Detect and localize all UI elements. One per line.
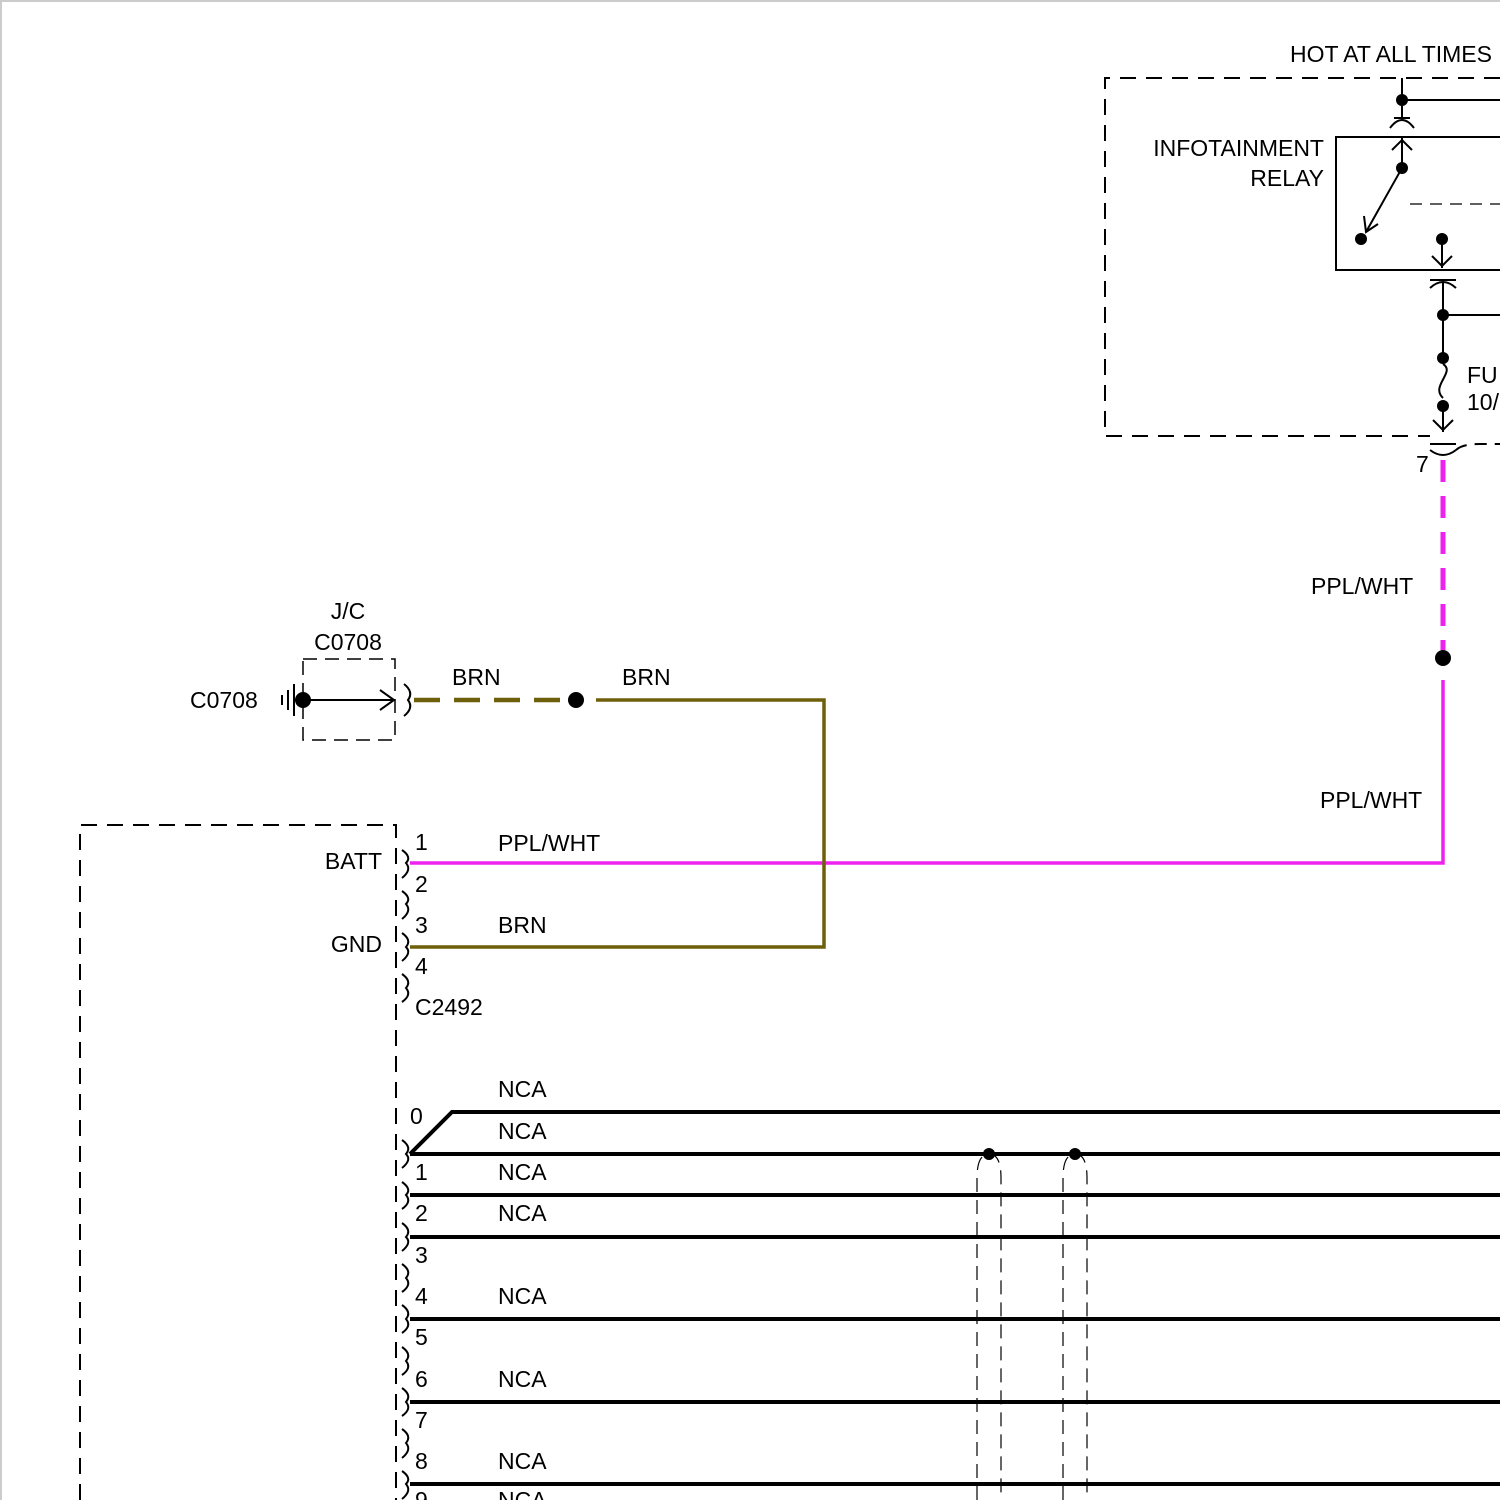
fuse-label-line2: 10/ (1467, 389, 1500, 415)
bus-terminal-8 (402, 1471, 408, 1499)
fuse-box-outline-right (1456, 444, 1500, 450)
bus-terminal-1 (402, 1182, 408, 1209)
bus-pin-2: 2 (415, 1200, 428, 1226)
relay-label-line1: INFOTAINMENT (1153, 135, 1324, 161)
brn-label-solid: BRN (622, 664, 671, 690)
nca-label-0: NCA (498, 1076, 547, 1102)
brn-label-dashed: BRN (452, 664, 501, 690)
nca-label-5: NCA (498, 1366, 547, 1392)
bus-terminal-5 (402, 1347, 408, 1375)
junction-connector-c0708: J/C C0708 C0708 (190, 598, 410, 740)
fuse-relay-box: HOT AT ALL TIMES INFOTAINMENT RELAY (1105, 41, 1500, 477)
relay-label-line2: RELAY (1250, 165, 1324, 191)
brn-wire (410, 700, 824, 947)
c2492-pin-1: 1 (415, 829, 428, 855)
bus-terminal-2 (402, 1223, 408, 1251)
module-outline: BATT GND (80, 825, 396, 1500)
c2492-pin3-terminal (402, 933, 408, 961)
c2492-pin-2: 2 (415, 871, 428, 897)
bus-terminal-4 (402, 1305, 408, 1333)
bus-pin-3: 3 (415, 1242, 428, 1268)
fuse-label-line1: FU (1467, 362, 1498, 388)
relay-switch-arm (1366, 168, 1402, 232)
bus-pin-6: 6 (415, 1366, 428, 1392)
c2492-pin4-terminal (402, 974, 408, 1002)
nca-label-6: NCA (498, 1448, 547, 1474)
bus-pin-5: 5 (415, 1324, 428, 1350)
c2492-pin-4: 4 (415, 953, 428, 979)
bus-pin-0: 0 (410, 1103, 423, 1129)
batt-pin-label: BATT (325, 848, 382, 874)
ppl-wht-circuit: PPL/WHT PPL/WHT PPL/WHT (410, 460, 1451, 863)
nca-label-7: NCA (498, 1487, 547, 1500)
jc-label-line2: C0708 (314, 629, 382, 655)
module-dashed-border (80, 825, 396, 1500)
relay-input-terminal (1390, 120, 1414, 128)
jc-label-line1: J/C (331, 598, 366, 624)
fuse-icon (1439, 364, 1447, 398)
jc-ground-dot (295, 692, 311, 708)
gnd-pin-label: GND (331, 931, 382, 957)
shield-oval-left (977, 1154, 1001, 1500)
brn-circuit: BRN BRN BRN (410, 664, 824, 947)
bus-pin-7: 7 (415, 1407, 428, 1433)
c2492-connector-label: C2492 (415, 994, 483, 1020)
fuse-box-pin-7: 7 (1416, 451, 1429, 477)
bus-terminal-7 (402, 1429, 408, 1458)
fuse-top-dot (1437, 352, 1449, 364)
nca-label-2: NCA (498, 1159, 547, 1185)
brn-splice-dot (568, 692, 584, 708)
nca-label-3: NCA (498, 1200, 547, 1226)
brn-label-pin3: BRN (498, 912, 547, 938)
ppl-wht-label-lower: PPL/WHT (1320, 787, 1422, 813)
power-splice-dot (1396, 94, 1408, 106)
pin7-terminal (1430, 450, 1456, 455)
connector-c2492: 1 2 3 4 C2492 (402, 829, 483, 1020)
bus-terminal-3 (402, 1264, 408, 1292)
hot-at-all-times-label: HOT AT ALL TIMES (1290, 41, 1492, 67)
shield-splice-dot-right (1069, 1148, 1081, 1160)
ppl-wht-label-pin1: PPL/WHT (498, 830, 600, 856)
c2492-pin2-terminal (402, 891, 408, 919)
bus-terminal-0 (402, 1140, 408, 1168)
c0708-ground-label: C0708 (190, 687, 258, 713)
nca-label-1: NCA (498, 1118, 547, 1144)
bus-pin-1: 1 (415, 1159, 428, 1185)
bus-pin-9: 9 (415, 1487, 428, 1500)
bus-pin-4: 4 (415, 1283, 428, 1309)
shield-oval-right (1063, 1154, 1087, 1500)
bus-wire-0 (410, 1112, 1500, 1154)
bus-pin-8: 8 (415, 1448, 428, 1474)
nca-label-4: NCA (498, 1283, 547, 1309)
fuse-feed-splice-dot (1437, 309, 1449, 321)
relay-contact-dot (1355, 233, 1367, 245)
bus-terminal-6 (402, 1388, 408, 1416)
ppl-wht-label-upper: PPL/WHT (1311, 573, 1413, 599)
c2492-pin-3: 3 (415, 912, 428, 938)
nca-bus: NCA NCA NCA NCA NCA NCA NCA NCA 0 1 2 3 … (402, 1076, 1500, 1500)
jc-connector-terminal (404, 684, 410, 716)
c2492-pin1-terminal (402, 850, 408, 878)
ppl-wht-splice-dot (1435, 650, 1451, 666)
shield-splice-dot-left (983, 1148, 995, 1160)
